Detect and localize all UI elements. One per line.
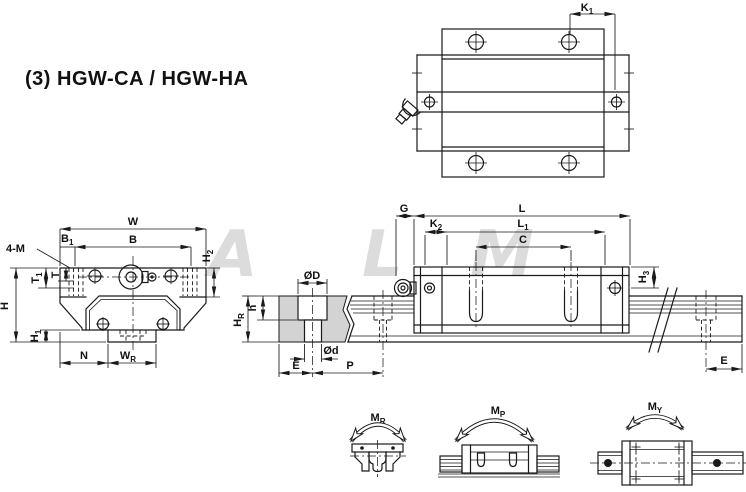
section-dimensions: ØD h HR Ød E P <box>232 270 383 377</box>
moment-MR: MR <box>349 412 407 477</box>
dim-label-4M: 4-M <box>6 243 25 255</box>
dim-label-L1: L1 <box>517 218 529 232</box>
dim-label-OD: ØD <box>304 270 321 282</box>
dim-label-W: W <box>128 216 139 228</box>
bolt-holes-top <box>465 31 580 174</box>
grease-nipple-side-icon <box>393 278 417 298</box>
dim-label-B: B <box>129 234 137 246</box>
dim-K1: K1 <box>569 2 616 90</box>
dim-label-P: P <box>346 360 353 372</box>
moment-MP: MP <box>438 405 560 478</box>
dim-label-H: H <box>0 302 11 310</box>
dim-label-MR: MR <box>371 412 386 426</box>
dim-label-T: T <box>50 271 62 278</box>
dim-label-K2: K2 <box>430 218 443 232</box>
dim-label-E-rail: E <box>720 355 727 367</box>
side-screws-top <box>412 68 634 134</box>
dim-label-H2: H2 <box>201 249 215 262</box>
front-dimensions: W B B1 4-M H2 T T1 <box>0 216 220 368</box>
dim-label-MP: MP <box>491 405 506 419</box>
dim-label-Od: Ød <box>323 345 338 357</box>
dim-label-H3: H3 <box>637 270 651 283</box>
side-view: G L K2 L1 C H3 E <box>346 203 743 377</box>
block-side <box>413 262 630 334</box>
rail-section-detail: ØD h HR Ød E P <box>232 270 383 377</box>
top-view: K1 <box>395 2 634 178</box>
dim-label-WR: WR <box>120 350 136 364</box>
dim-label-MY: MY <box>648 401 663 415</box>
front-view: W B B1 4-M H2 T T1 <box>0 216 220 368</box>
moment-MY: MY <box>590 401 746 486</box>
watermark-letter-a: A <box>208 218 258 292</box>
page-title: (3) HGW-CA / HGW-HA <box>25 68 249 90</box>
grease-nipple-icon <box>395 98 422 125</box>
dim-label-L: L <box>519 203 526 215</box>
side-dimensions: G L K2 L1 C H3 E <box>395 203 743 373</box>
dim-label-HR: HR <box>232 313 246 327</box>
dim-label-G: G <box>400 203 409 215</box>
dim-label-B1: B1 <box>61 233 74 247</box>
endcap-screws-front <box>87 268 179 331</box>
dim-label-h: h <box>247 304 259 311</box>
dim-label-N: N <box>80 350 88 362</box>
rail-side <box>346 287 743 377</box>
corner-cross-marks <box>631 442 684 484</box>
dim-label-H1: H1 <box>29 329 43 342</box>
dim-label-C: C <box>519 234 527 246</box>
dim-label-E: E <box>292 360 299 372</box>
flange-holes-hidden <box>68 268 198 296</box>
dim-label-T1: T1 <box>30 272 44 284</box>
moment-diagrams: MR MP <box>349 401 746 486</box>
dim-label-K1: K1 <box>581 2 594 16</box>
